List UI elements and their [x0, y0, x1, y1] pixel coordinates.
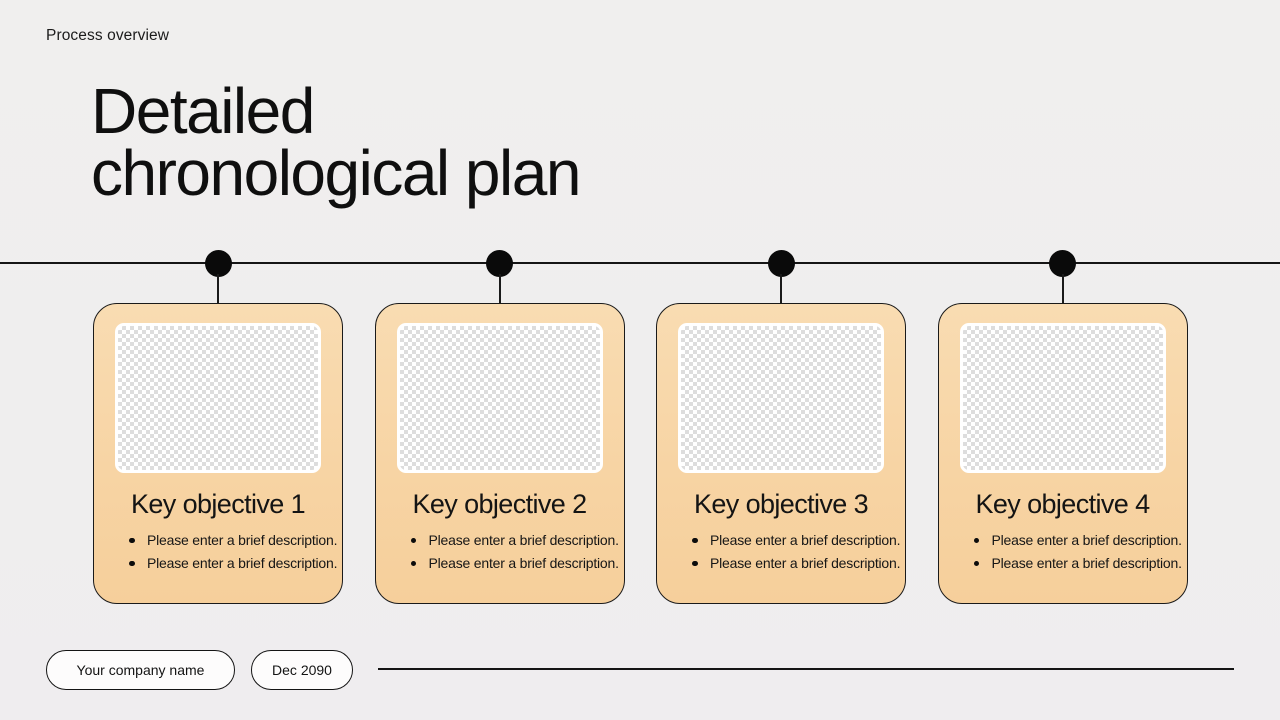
card-bullet-text: Please enter a brief description. [428, 555, 619, 571]
card-bullet-text: Please enter a brief description. [147, 555, 338, 571]
card-bullet[interactable]: Please enter a brief description. [970, 556, 1182, 570]
timeline-connector-1 [217, 274, 219, 304]
card-bullet-list: Please enter a brief description. Please… [960, 533, 1182, 570]
timeline-dot-2 [486, 250, 513, 277]
image-placeholder[interactable] [115, 323, 321, 473]
date-pill[interactable]: Dec 2090 [251, 650, 353, 690]
timeline-line [0, 262, 1280, 264]
slide-title: Detailed chronological plan [91, 75, 581, 209]
timeline-dot-1 [204, 250, 232, 277]
timeline-connector-3 [780, 274, 782, 304]
card-bullet-list: Please enter a brief description. Please… [397, 533, 619, 570]
milestone-card-1[interactable]: Key objective 1 Please enter a brief des… [93, 303, 343, 604]
card-bullet-text: Please enter a brief description. [710, 532, 901, 548]
footer-divider-line [378, 668, 1234, 670]
card-bullet-text: Please enter a brief description. [710, 555, 901, 571]
card-title: Key objective 2 [412, 489, 587, 519]
image-placeholder[interactable] [959, 323, 1166, 473]
card-bullet-list: Please enter a brief description. Please… [115, 533, 337, 570]
card-bullet[interactable]: Please enter a brief description. [125, 533, 337, 547]
card-bullet-list: Please enter a brief description. Please… [678, 533, 900, 570]
bullet-dot-icon [973, 560, 979, 566]
bullet-dot-icon [410, 537, 416, 543]
milestone-card-3[interactable]: Key objective 3 Please enter a brief des… [656, 303, 906, 604]
card-bullet[interactable]: Please enter a brief description. [688, 556, 900, 570]
slide-title-line-1: Detailed [91, 75, 315, 147]
company-name-label: Your company name [76, 662, 205, 678]
timeline-connector-2 [498, 274, 501, 304]
timeline-connector-4 [1061, 274, 1064, 304]
slide-title-line-2: chronological plan [91, 137, 581, 209]
bullet-dot-icon [129, 560, 135, 566]
card-bullet[interactable]: Please enter a brief description. [970, 533, 1182, 547]
card-title: Key objective 1 [130, 489, 306, 519]
bullet-dot-icon [692, 537, 698, 543]
timeline-dot-3 [767, 250, 795, 277]
card-bullet[interactable]: Please enter a brief description. [407, 533, 619, 547]
card-bullet-text: Please enter a brief description. [991, 555, 1182, 571]
card-title: Key objective 4 [975, 489, 1150, 519]
image-placeholder[interactable] [678, 323, 884, 473]
image-placeholder[interactable] [396, 323, 603, 473]
timeline-dot-4 [1049, 250, 1076, 277]
card-bullet[interactable]: Please enter a brief description. [125, 556, 337, 570]
card-bullet-text: Please enter a brief description. [991, 532, 1182, 548]
card-bullet-text: Please enter a brief description. [147, 532, 338, 548]
bullet-dot-icon [692, 560, 698, 566]
milestone-card-4[interactable]: Key objective 4 Please enter a brief des… [937, 303, 1188, 604]
company-name-pill[interactable]: Your company name [46, 650, 235, 690]
bullet-dot-icon [129, 537, 135, 543]
date-label: Dec 2090 [272, 662, 332, 678]
bullet-dot-icon [973, 537, 979, 543]
bullet-dot-icon [410, 560, 416, 566]
card-bullet[interactable]: Please enter a brief description. [688, 533, 900, 547]
milestone-card-2[interactable]: Key objective 2 Please enter a brief des… [374, 303, 625, 604]
card-bullet-text: Please enter a brief description. [428, 532, 619, 548]
card-bullet[interactable]: Please enter a brief description. [407, 556, 619, 570]
card-title: Key objective 3 [693, 489, 869, 519]
slide-eyebrow: Process overview [46, 27, 170, 44]
